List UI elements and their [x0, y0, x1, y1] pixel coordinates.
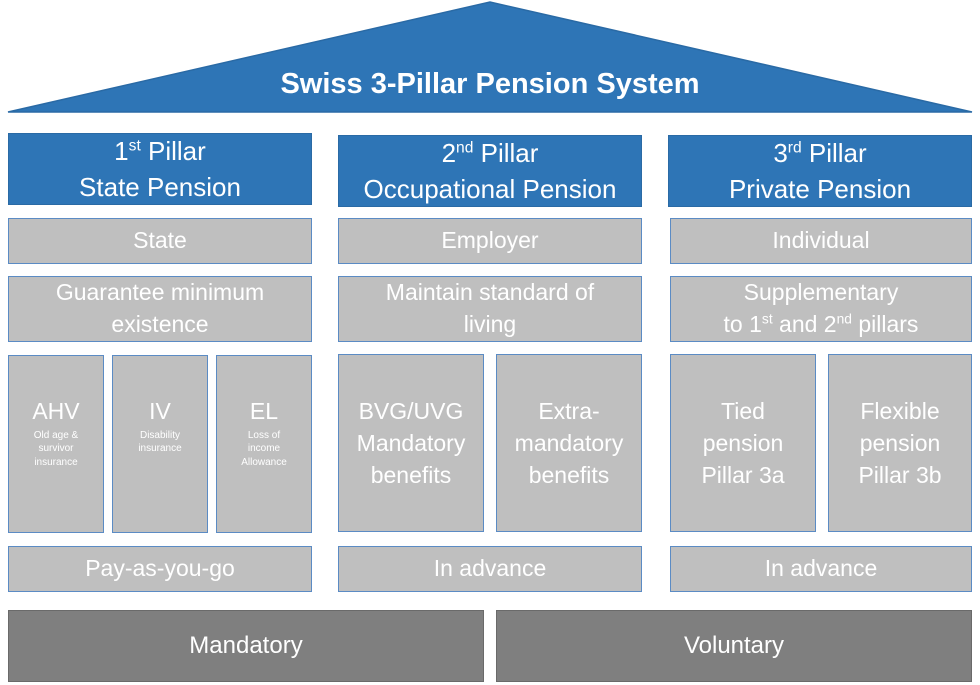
pillar-2-provider: Employer	[338, 218, 642, 264]
pillar-2-goal: Maintain standard of living	[338, 276, 642, 342]
pillar-2-extra-mandatory: Extra- mandatory benefits	[496, 354, 642, 532]
pillar-3-funding: In advance	[670, 546, 972, 592]
roof	[7, 1, 973, 113]
foundation-voluntary: Voluntary	[496, 610, 972, 682]
pillar-1-goal: Guarantee minimum existence	[8, 276, 312, 342]
pillar-2-header: 2nd Pillar Occupational Pension	[338, 135, 642, 207]
pillar-3-provider: Individual	[670, 218, 972, 264]
pillar-1-header: 1st Pillar State Pension	[8, 133, 312, 205]
pillar-3-goal: Supplementary to 1st and 2nd pillars	[670, 276, 972, 342]
pillar-3-flexible-pension: Flexible pension Pillar 3b	[828, 354, 972, 532]
pillar-3-tied-pension: Tied pension Pillar 3a	[670, 354, 816, 532]
roof-triangle	[7, 1, 973, 113]
pillar-2-bvg-uvg: BVG/UVG Mandatory benefits	[338, 354, 484, 532]
roof-title: Swiss 3-Pillar Pension System	[280, 68, 700, 100]
pillar-2-funding: In advance	[338, 546, 642, 592]
foundation-mandatory: Mandatory	[8, 610, 484, 682]
pillar-1-funding: Pay-as-you-go	[8, 546, 312, 592]
pillar-3-header: 3rd Pillar Private Pension	[668, 135, 972, 207]
pillar-1-provider: State	[8, 218, 312, 264]
